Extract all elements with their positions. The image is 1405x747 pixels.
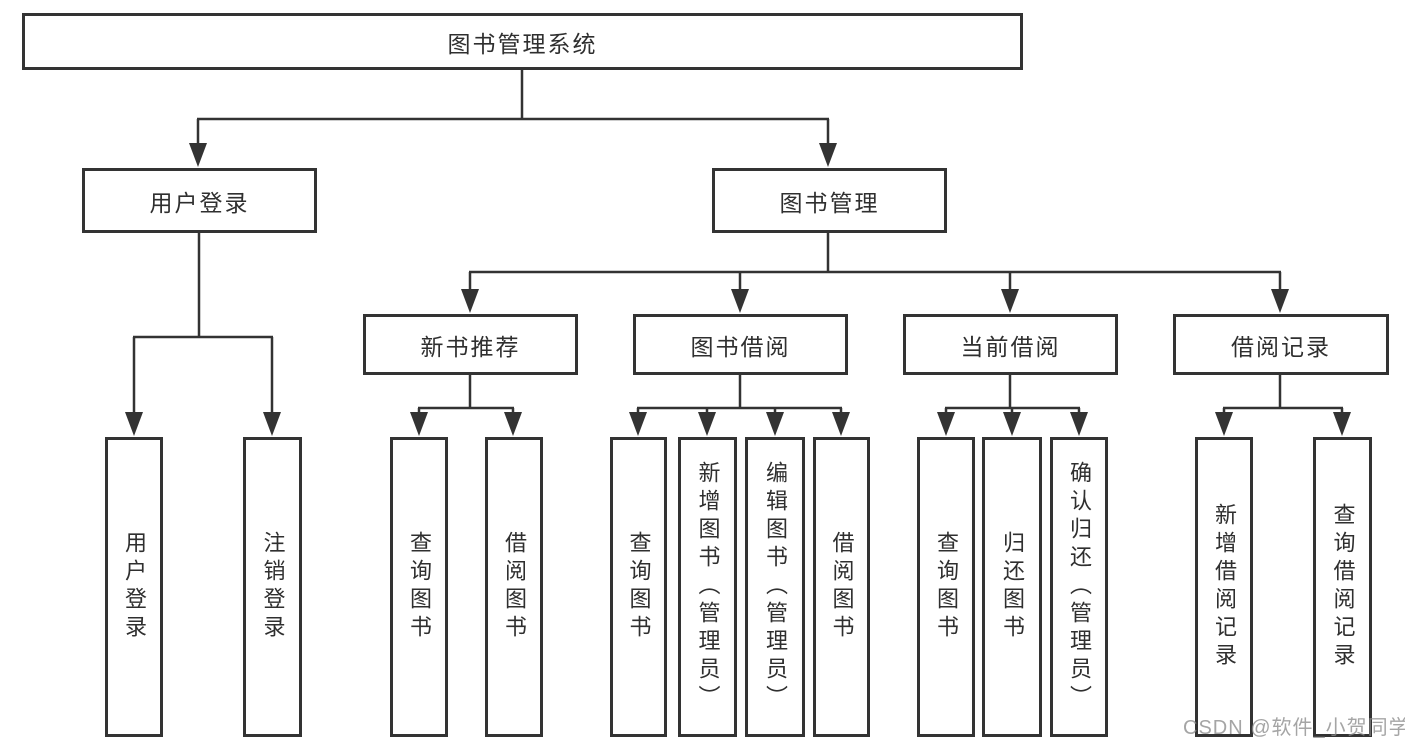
- node-new-book-rec-label: 新书推荐: [420, 333, 521, 360]
- node-logout: 注销登录: [243, 437, 302, 737]
- node-current-borrow-label: 当前借阅: [960, 333, 1061, 360]
- arrowhead-down: [698, 412, 716, 436]
- node-edit-book-label: 编辑图书（管理员）: [763, 461, 788, 713]
- node-query-borrow-record-label: 查询借阅记录: [1330, 503, 1356, 671]
- arrowhead-down: [1271, 289, 1289, 313]
- node-current-borrow: 当前借阅: [903, 314, 1118, 375]
- node-add-book: 新增图书（管理员）: [678, 437, 737, 737]
- node-root: 图书管理系统: [22, 13, 1023, 70]
- node-query-book-current: 查询图书: [917, 437, 975, 737]
- node-borrow-book-rec-label: 借阅图书: [502, 531, 527, 643]
- node-new-book-rec: 新书推荐: [363, 314, 578, 375]
- node-borrow-book-rec: 借阅图书: [485, 437, 543, 737]
- arrowhead-down: [766, 412, 784, 436]
- node-book-mgmt: 图书管理: [712, 168, 947, 233]
- arrowhead-down: [461, 289, 479, 313]
- node-borrow-record: 借阅记录: [1173, 314, 1389, 375]
- node-borrow-book-label: 借阅图书: [829, 531, 855, 643]
- node-add-book-label: 新增图书（管理员）: [695, 461, 721, 713]
- node-confirm-return: 确认归还（管理员）: [1050, 437, 1108, 737]
- node-query-book-current-label: 查询图书: [934, 531, 959, 643]
- arrowhead-down: [1215, 412, 1233, 436]
- arrowhead-down: [125, 412, 143, 436]
- node-edit-book: 编辑图书（管理员）: [745, 437, 805, 737]
- node-borrow-record-label: 借阅记录: [1231, 333, 1331, 360]
- arrowhead-down: [937, 412, 955, 436]
- node-query-borrow-record: 查询借阅记录: [1313, 437, 1372, 737]
- node-return-book: 归还图书: [982, 437, 1042, 737]
- node-book-borrow-label: 图书借阅: [690, 333, 791, 360]
- node-confirm-return-label: 确认归还（管理员）: [1067, 461, 1092, 713]
- node-user-login-label: 用户登录: [149, 189, 250, 216]
- arrowhead-down: [819, 143, 837, 167]
- node-query-book-borrow: 查询图书: [610, 437, 667, 737]
- node-book-borrow: 图书借阅: [633, 314, 848, 375]
- arrowhead-down: [189, 143, 207, 167]
- arrowhead-down: [832, 412, 850, 436]
- arrowhead-down: [504, 412, 522, 436]
- node-root-label: 图书管理系统: [447, 30, 598, 57]
- arrowhead-down: [629, 412, 647, 436]
- arrowhead-down: [731, 289, 749, 313]
- node-query-book-borrow-label: 查询图书: [626, 531, 652, 643]
- node-borrow-book: 借阅图书: [813, 437, 870, 737]
- arrowhead-down: [1001, 289, 1019, 313]
- arrowhead-down: [1003, 412, 1021, 436]
- arrowhead-down: [410, 412, 428, 436]
- watermark: CSDN @软件_小贺同学: [1183, 717, 1405, 739]
- node-login: 用户登录: [105, 437, 163, 737]
- node-add-borrow-record-label: 新增借阅记录: [1212, 503, 1237, 671]
- arrowhead-down: [1070, 412, 1088, 436]
- arrowhead-down: [1333, 412, 1351, 436]
- node-add-borrow-record: 新增借阅记录: [1195, 437, 1253, 737]
- node-query-book-rec-label: 查询图书: [407, 531, 432, 643]
- node-logout-label: 注销登录: [260, 531, 286, 643]
- node-user-login: 用户登录: [82, 168, 317, 233]
- node-return-book-label: 归还图书: [1000, 531, 1025, 643]
- node-query-book-rec: 查询图书: [390, 437, 448, 737]
- arrowhead-down: [263, 412, 281, 436]
- node-book-mgmt-label: 图书管理: [779, 189, 880, 216]
- node-login-label: 用户登录: [122, 531, 147, 643]
